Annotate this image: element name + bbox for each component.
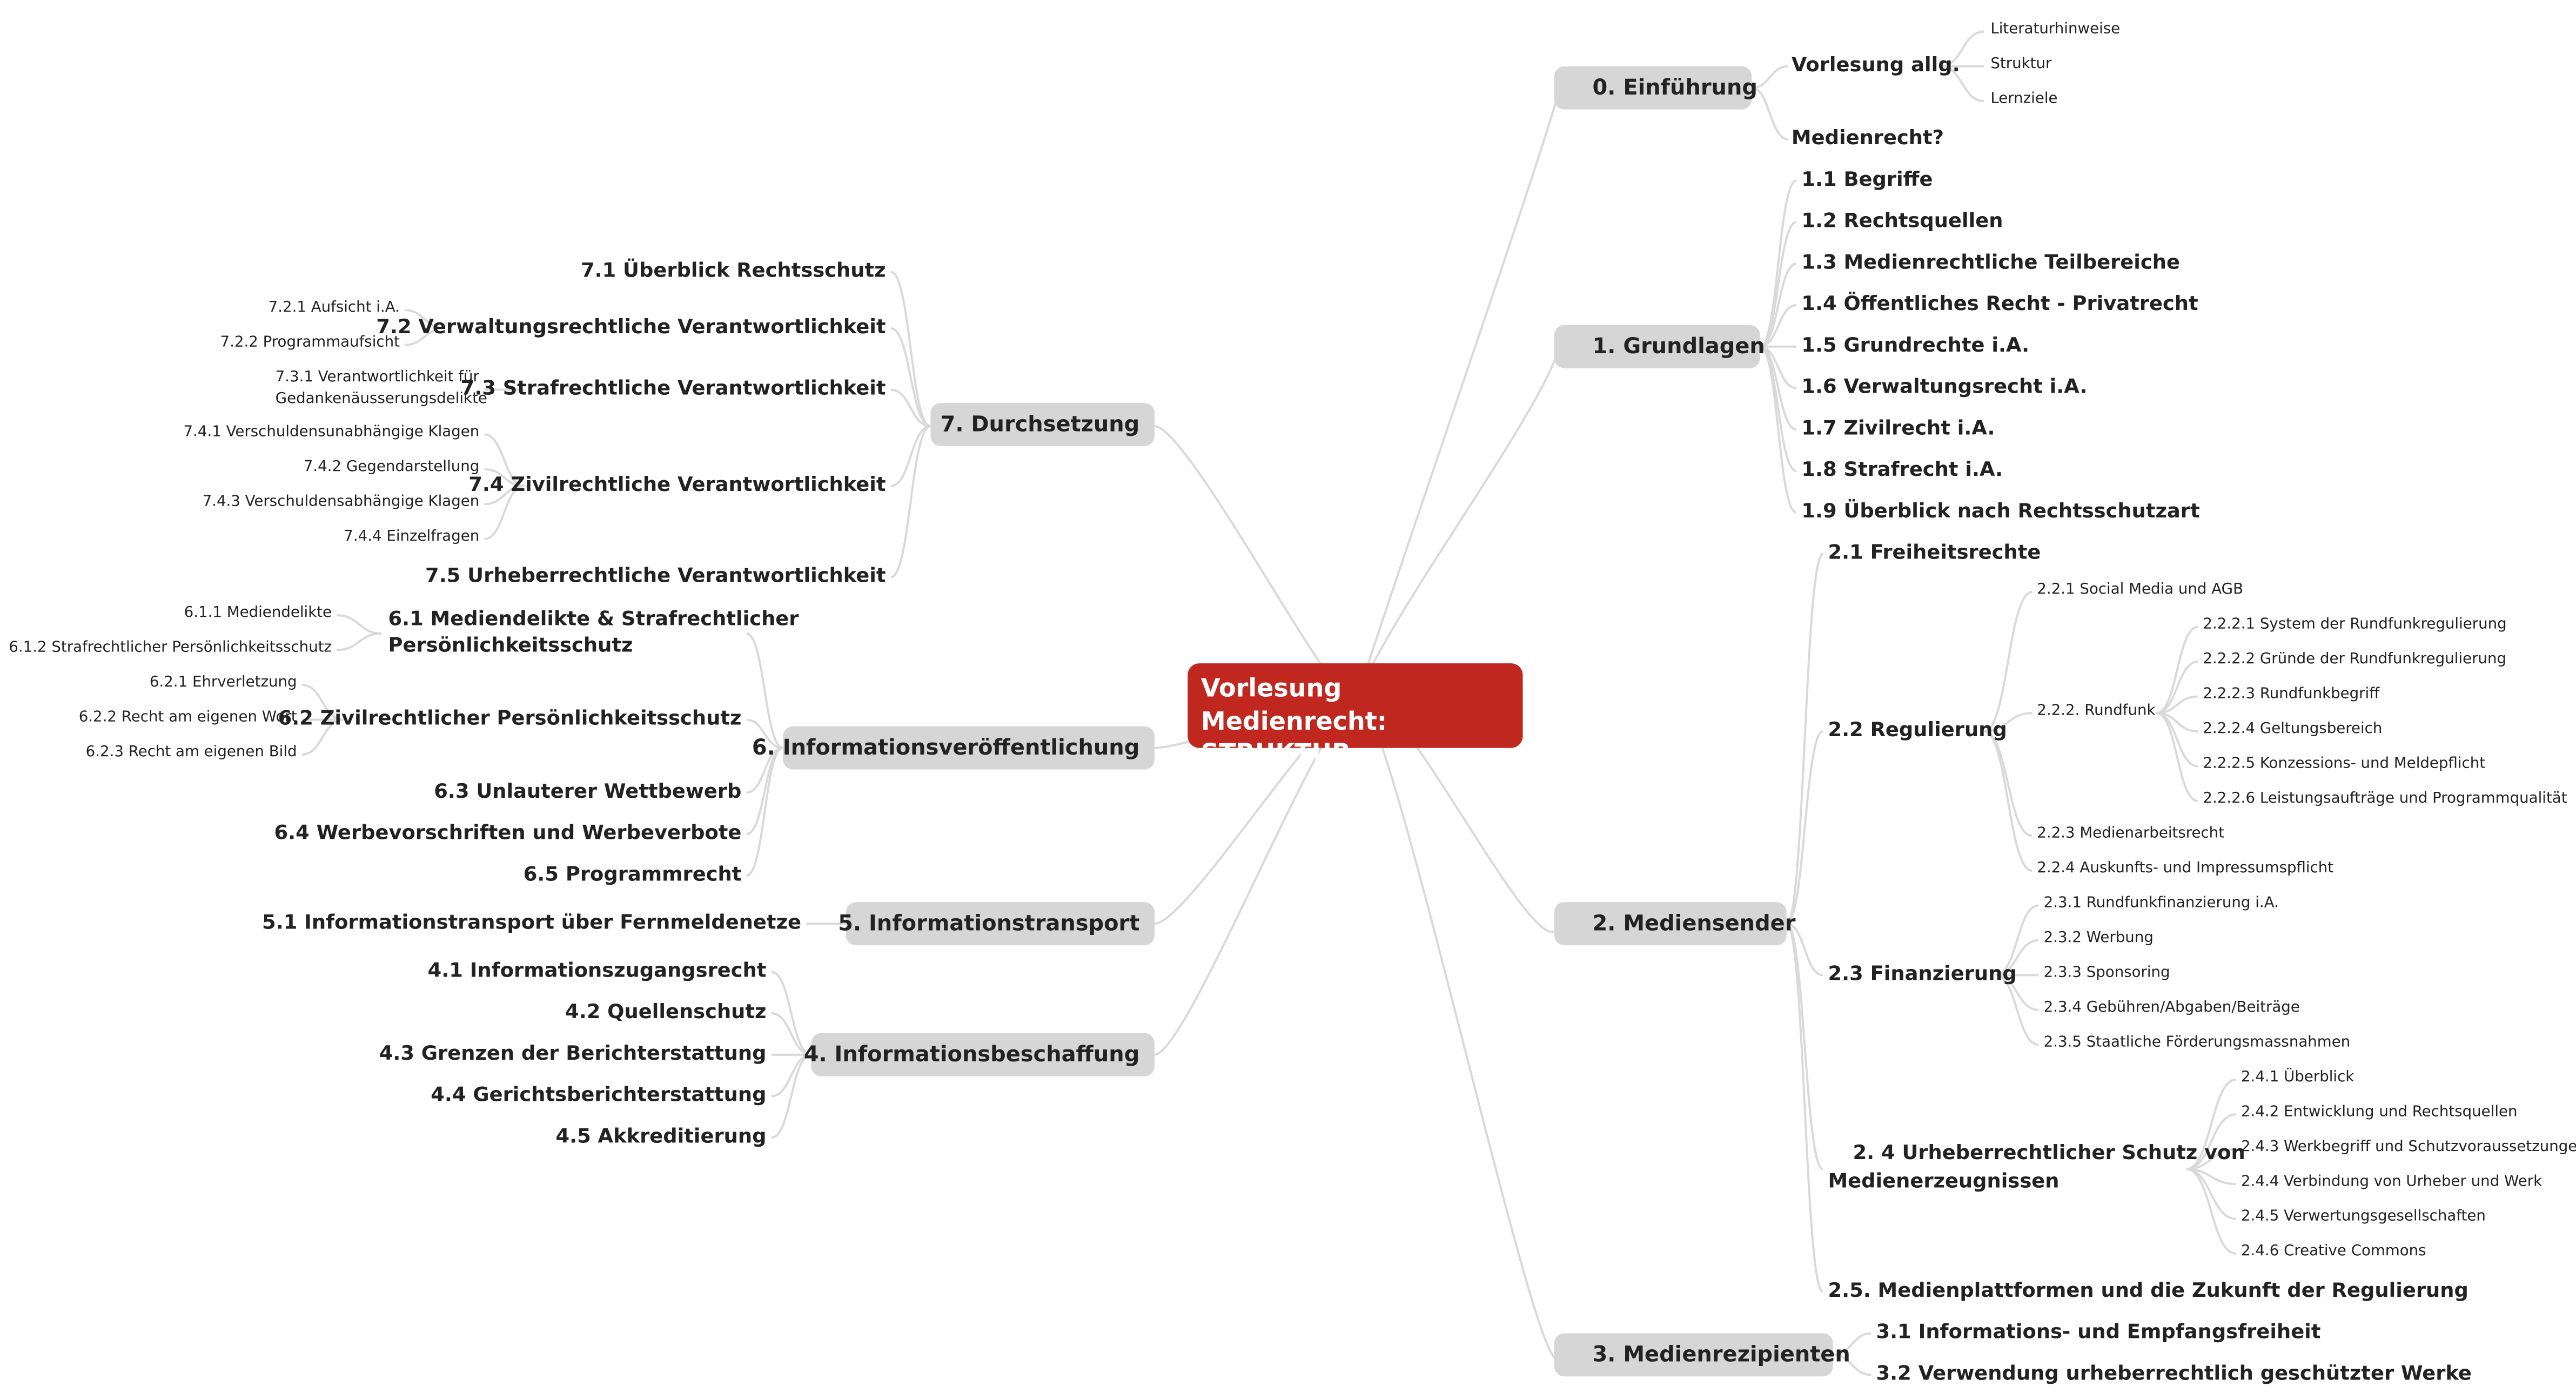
topic-6-1-1[interactable]: 6.1.1 Mediendelikte	[184, 605, 332, 622]
topic-2-3-3[interactable]: 2.3.3 Sponsoring	[2043, 965, 2170, 982]
topic-1-2[interactable]: 1.2 Rechtsquellen	[1801, 208, 2003, 232]
topic-6-2-3[interactable]: 6.2.3 Recht am eigenen Bild	[85, 744, 297, 762]
topic-2-1[interactable]: 2.1 Freiheitsrechte	[1828, 540, 2041, 564]
topic-2-2[interactable]: 2.2 Regulierung	[1828, 718, 2007, 742]
topic-literaturhinweise[interactable]: Literaturhinweise	[1990, 21, 2121, 38]
topic-2-2-1[interactable]: 2.2.1 Social Media und AGB	[2037, 582, 2244, 599]
branch-2-mediensender[interactable]: 2. Mediensender	[1554, 902, 1795, 946]
topic-2-2-2-6[interactable]: 2.2.2.6 Leistungsaufträge und Programmqu…	[2203, 791, 2567, 808]
topic-2-2-3[interactable]: 2.2.3 Medienarbeitsrecht	[2037, 826, 2225, 843]
topic-3-2[interactable]: 3.2 Verwendung urheberrechtlich geschütz…	[1876, 1361, 2472, 1385]
topic-7-3[interactable]: 7.3 Strafrechtliche Verantwortlichkeit	[460, 376, 886, 400]
topic-4-2[interactable]: 4.2 Quellenschutz	[565, 1000, 767, 1024]
topic-2-2-2-1[interactable]: 2.2.2.1 System der Rundfunkregulierung	[2203, 617, 2507, 634]
topic-6-2[interactable]: 6.2 Zivilrechtlicher Persönlichkeitsschu…	[278, 706, 742, 730]
topic-7-4[interactable]: 7.4 Zivilrechtliche Verantwortlichkeit	[468, 473, 886, 496]
topic-7-1[interactable]: 7.1 Überblick Rechtsschutz	[580, 258, 886, 282]
topic-1-4[interactable]: 1.4 Öffentliches Recht - Privatrecht	[1801, 292, 2198, 315]
topic-1-7[interactable]: 1.7 Zivilrecht i.A.	[1801, 416, 1995, 440]
topic-1-5[interactable]: 1.5 Grundrechte i.A.	[1801, 333, 2030, 357]
topic-5-1[interactable]: 5.1 Informationstransport über Fernmelde…	[262, 910, 801, 934]
topic-2-4-6[interactable]: 2.4.6 Creative Commons	[2240, 1243, 2426, 1261]
branch-7-durchsetzung[interactable]: 7. Durchsetzung	[930, 403, 1155, 446]
root-title-line2: STRUKTUR	[1200, 738, 1351, 768]
topic-7-4-2[interactable]: 7.4.2 Gegendarstellung	[303, 459, 480, 476]
topic-2-3-1[interactable]: 2.3.1 Rundfunkfinanzierung i.A.	[2043, 895, 2279, 912]
topic-7-2[interactable]: 7.2 Verwaltungsrechtliche Verantwortlich…	[376, 315, 886, 339]
topic-2-4-5[interactable]: 2.4.5 Verwertungsgesellschaften	[2240, 1209, 2486, 1226]
root-title-line1: Vorlesung Medienrecht:	[1200, 673, 1387, 736]
branch-0-einfuehrung[interactable]: 0. Einführung	[1554, 66, 1757, 110]
topic-2-4-line1[interactable]: 2. 4 Urheberrechtlicher Schutz von	[1853, 1141, 2245, 1165]
topic-2-5[interactable]: 2.5. Medienplattformen und die Zukunft d…	[1828, 1278, 2468, 1302]
topic-1-1[interactable]: 1.1 Begriffe	[1801, 167, 1933, 191]
topic-7-3-1-line1[interactable]: 7.3.1 Verantwortlichkeit für	[275, 369, 479, 387]
topic-7-2-2[interactable]: 7.2.2 Programmaufsicht	[220, 335, 400, 352]
topic-6-5[interactable]: 6.5 Programmrecht	[523, 862, 742, 886]
topic-4-4[interactable]: 4.4 Gerichtsberichterstattung	[431, 1082, 767, 1106]
branch-4-informationsbeschaffung[interactable]: 4. Informationsbeschaffung	[804, 1033, 1155, 1076]
topic-6-4[interactable]: 6.4 Werbevorschriften und Werbeverbote	[274, 820, 742, 844]
topic-2-3-5[interactable]: 2.3.5 Staatliche Förderungsmassnahmen	[2043, 1034, 2351, 1052]
topic-4-5[interactable]: 4.5 Akkreditierung	[555, 1124, 767, 1148]
topic-7-4-4[interactable]: 7.4.4 Einzelfragen	[344, 529, 480, 546]
topic-2-3[interactable]: 2.3 Finanzierung	[1828, 961, 2017, 985]
topic-3-1[interactable]: 3.1 Informations- und Empfangsfreiheit	[1876, 1320, 2321, 1343]
topic-2-4-2[interactable]: 2.4.2 Entwicklung und Rechtsquellen	[2240, 1104, 2518, 1121]
topic-7-4-3[interactable]: 7.4.3 Verschuldensabhängige Klagen	[202, 494, 480, 511]
root-topic[interactable]: Vorlesung Medienrecht: STRUKTUR	[1188, 663, 1523, 768]
topic-2-2-4[interactable]: 2.2.4 Auskunfts- und Impressumspflicht	[2037, 860, 2334, 878]
topic-4-1[interactable]: 4.1 Informationszugangsrecht	[427, 958, 767, 982]
topic-2-3-2[interactable]: 2.3.2 Werbung	[2043, 930, 2154, 947]
branch-1-grundlagen[interactable]: 1. Grundlagen	[1554, 325, 1765, 368]
branch-5-informationstransport[interactable]: 5. Informationstransport	[838, 902, 1155, 946]
topic-2-4-line2[interactable]: Medienerzeugnissen	[1828, 1169, 2060, 1193]
topic-6-3[interactable]: 6.3 Unlauterer Wettbewerb	[434, 779, 742, 803]
topic-7-4-1[interactable]: 7.4.1 Verschuldensunabhängige Klagen	[183, 424, 480, 441]
topic-2-2-2[interactable]: 2.2.2. Rundfunk	[2037, 703, 2156, 720]
topic-1-9[interactable]: 1.9 Überblick nach Rechtsschutzart	[1801, 499, 2200, 523]
topic-2-4-1[interactable]: 2.4.1 Überblick	[2240, 1069, 2354, 1087]
topic-2-2-2-2[interactable]: 2.2.2.2 Gründe der Rundfunkregulierung	[2203, 651, 2507, 669]
topic-struktur[interactable]: Struktur	[1990, 56, 2052, 73]
topic-2-4-4[interactable]: 2.4.4 Verbindung von Urheber und Werk	[2240, 1174, 2543, 1191]
topic-2-2-2-5[interactable]: 2.2.2.5 Konzessions- und Meldepflicht	[2203, 756, 2486, 773]
topic-6-1-2[interactable]: 6.1.2 Strafrechtlicher Persönlichkeitssc…	[9, 640, 332, 657]
branch-3-medienrezipienten[interactable]: 3. Medienrezipienten	[1554, 1333, 1850, 1377]
topic-1-8[interactable]: 1.8 Strafrecht i.A.	[1801, 457, 2003, 481]
topic-vorlesung-allg[interactable]: Vorlesung allg.	[1791, 53, 1960, 77]
topic-2-2-2-3[interactable]: 2.2.2.3 Rundfunkbegriff	[2203, 686, 2380, 703]
topic-6-1-line2[interactable]: Persönlichkeitsschutz	[388, 633, 633, 657]
topic-6-1-line1[interactable]: 6.1 Mediendelikte & Strafrechtlicher	[388, 607, 799, 630]
topic-4-3[interactable]: 4.3 Grenzen der Berichterstattung	[379, 1041, 767, 1065]
topic-2-3-4[interactable]: 2.3.4 Gebühren/Abgaben/Beiträge	[2043, 1000, 2300, 1017]
topic-1-6[interactable]: 1.6 Verwaltungsrecht i.A.	[1801, 374, 2088, 398]
topic-7-5[interactable]: 7.5 Urheberrechtliche Verantwortlichkeit	[425, 563, 886, 587]
topic-6-2-2[interactable]: 6.2.2 Recht am eigenen Wort	[78, 710, 297, 726]
topic-lernziele[interactable]: Lernziele	[1990, 91, 2058, 108]
topic-7-2-1[interactable]: 7.2.1 Aufsicht i.A.	[268, 300, 400, 317]
topic-medienrecht-frage[interactable]: Medienrecht?	[1791, 126, 1944, 150]
topic-2-2-2-4[interactable]: 2.2.2.4 Geltungsbereich	[2203, 721, 2383, 738]
topic-1-3[interactable]: 1.3 Medienrechtliche Teilbereiche	[1801, 250, 2180, 274]
branch-6-informationsveroeffentlichung[interactable]: 6. Informationsveröffentlichung	[752, 726, 1155, 770]
topic-2-4-3[interactable]: 2.4.3 Werkbegriff und Schutzvoraussetzun…	[2240, 1139, 2576, 1156]
topic-7-3-1-line2[interactable]: Gedankenäusserungsdelikte	[275, 391, 487, 408]
topic-6-2-1[interactable]: 6.2.1 Ehrverletzung	[149, 675, 297, 692]
